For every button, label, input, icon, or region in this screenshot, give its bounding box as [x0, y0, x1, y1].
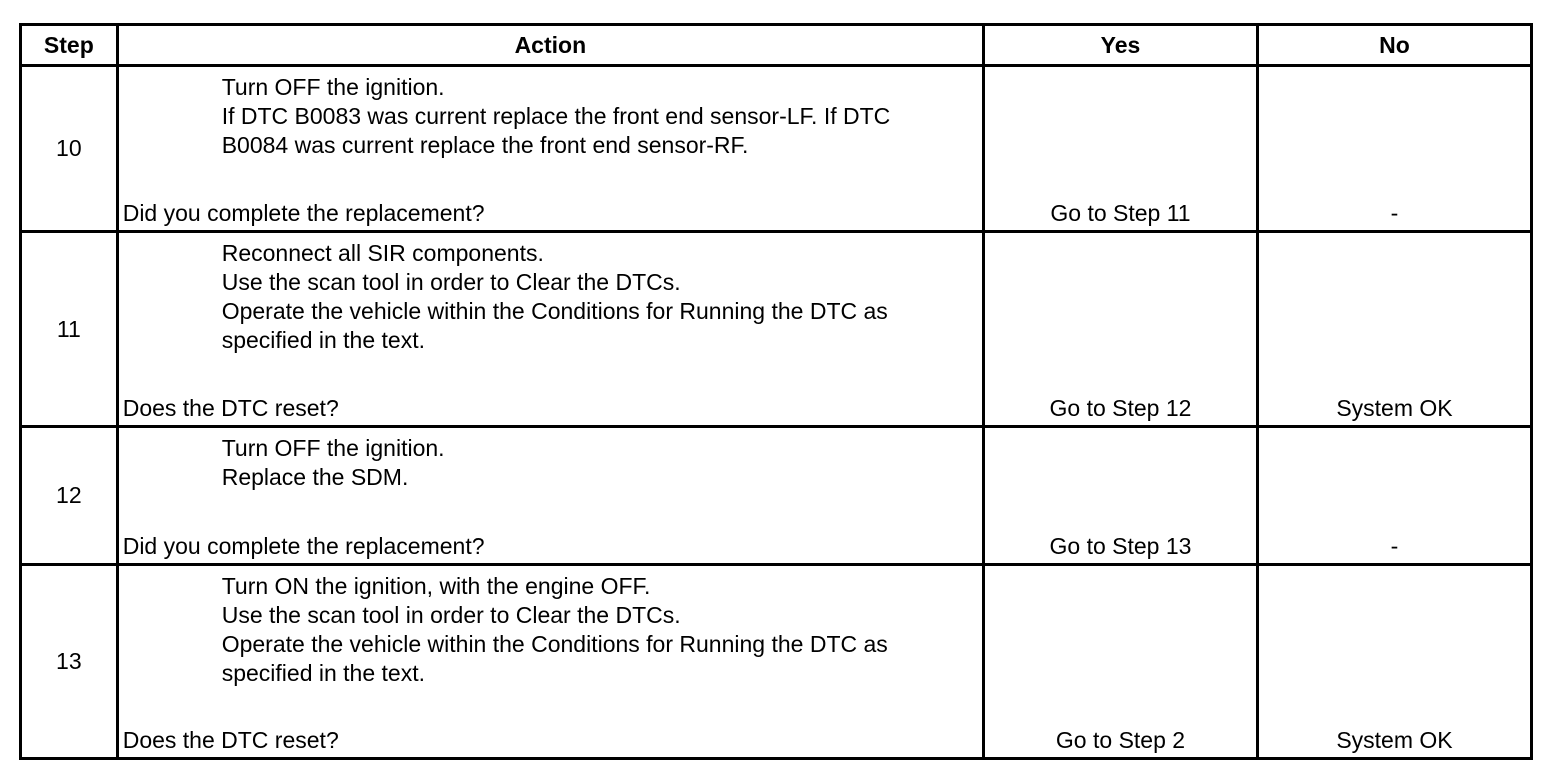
table-row: 10 Turn OFF the ignition. If DTC B0083 w…: [19, 64, 1534, 233]
action-cell: Turn OFF the ignition. If DTC B0083 was …: [115, 64, 986, 233]
step-number: 12: [19, 425, 119, 566]
yes-cell: Go to Step 12: [982, 230, 1259, 428]
no-result: -: [1390, 533, 1399, 559]
instruction-line: Operate the vehicle within the Condition…: [221, 298, 888, 353]
no-cell: System OK: [1255, 563, 1534, 760]
yes-cell: Go to Step 11: [982, 64, 1259, 233]
yes-result: Go to Step 11: [1050, 200, 1191, 226]
instruction-line: Turn ON the ignition, with the engine OF…: [221, 573, 651, 599]
no-cell: -: [1255, 425, 1534, 566]
table-row: 12 Turn OFF the ignition. Replace the SD…: [19, 425, 1534, 566]
header-yes: Yes: [982, 23, 1259, 67]
no-result: System OK: [1336, 395, 1453, 421]
yes-result: Go to Step 12: [1049, 395, 1192, 421]
instruction-line: Turn OFF the ignition.: [221, 435, 445, 461]
instruction-line: Use the scan tool in order to Clear the …: [221, 269, 681, 295]
no-cell: System OK: [1255, 230, 1534, 428]
step-number: 11: [19, 230, 119, 428]
header-action: Action: [115, 23, 986, 67]
no-result: -: [1390, 200, 1399, 226]
yes-cell: Go to Step 2: [982, 563, 1259, 760]
step-number: 13: [19, 563, 119, 760]
diagnostic-table: Step Action Yes No 10 Turn OFF the ignit…: [19, 23, 1534, 760]
question-text: Did you complete the replacement?: [122, 200, 485, 226]
table-row: 13 Turn ON the ignition, with the engine…: [19, 563, 1534, 760]
action-cell: Turn OFF the ignition. Replace the SDM. …: [115, 425, 986, 566]
no-cell: -: [1255, 64, 1534, 233]
question-text: Does the DTC reset?: [122, 727, 339, 753]
yes-result: Go to Step 13: [1049, 533, 1192, 559]
header-no: No: [1255, 23, 1534, 67]
instruction-line: Use the scan tool in order to Clear the …: [221, 602, 681, 628]
instruction-line: Turn OFF the ignition.: [221, 74, 445, 100]
question-text: Did you complete the replacement?: [122, 533, 485, 559]
yes-result: Go to Step 2: [1055, 727, 1186, 753]
no-result: System OK: [1336, 727, 1453, 753]
header-step: Step: [19, 23, 119, 67]
instruction-line: Replace the SDM.: [221, 464, 409, 490]
instruction-line: Reconnect all SIR components.: [221, 240, 544, 266]
step-number: 10: [19, 64, 119, 233]
action-cell: Turn ON the ignition, with the engine OF…: [115, 563, 986, 760]
table-header-row: Step Action Yes No: [19, 23, 1534, 67]
yes-cell: Go to Step 13: [982, 425, 1259, 566]
question-text: Does the DTC reset?: [122, 395, 339, 421]
instruction-line: If DTC B0083 was current replace the fro…: [221, 103, 891, 158]
instruction-line: Operate the vehicle within the Condition…: [221, 631, 888, 686]
action-cell: Reconnect all SIR components. Use the sc…: [115, 230, 986, 428]
table-row: 11 Reconnect all SIR components. Use the…: [19, 230, 1534, 428]
